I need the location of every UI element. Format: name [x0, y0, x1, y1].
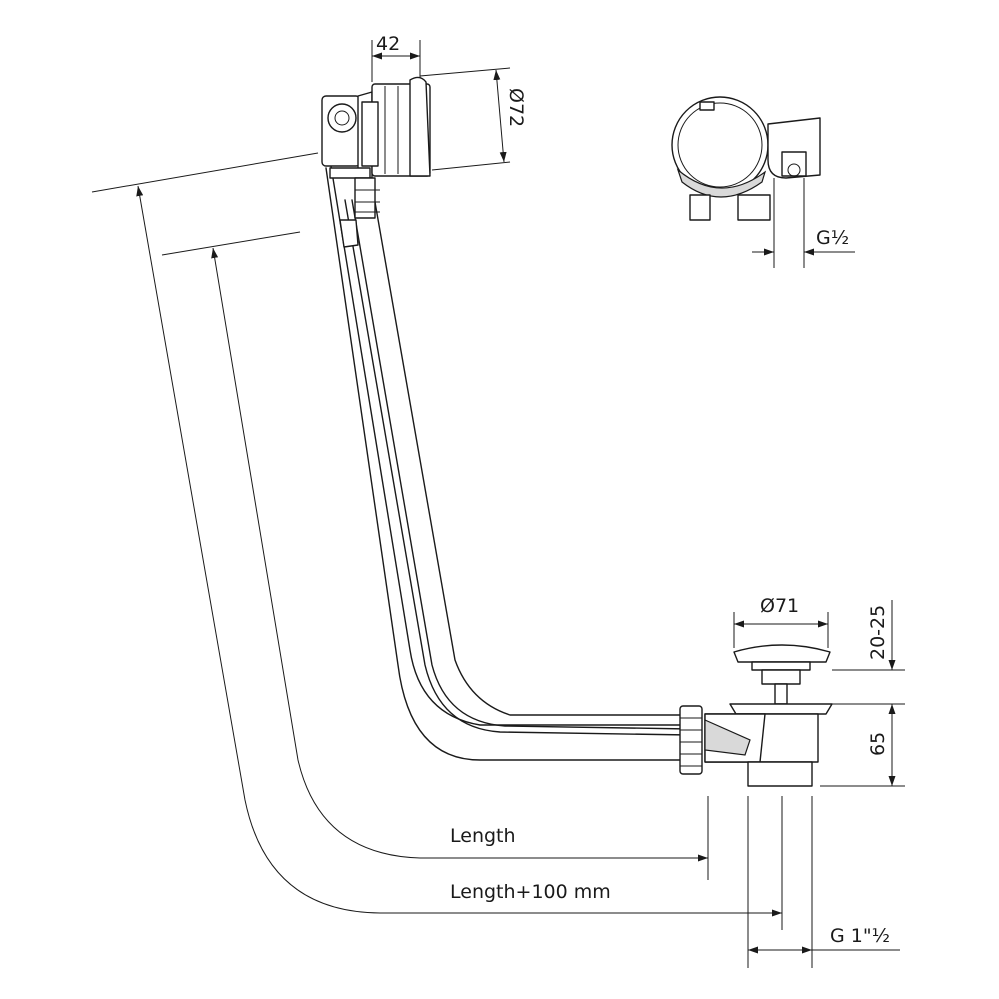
- dimension-overflow-width: 42: [371, 33, 421, 82]
- dimension-plug-height: 20-25 65: [820, 600, 905, 787]
- dimension-d71-label: Ø71: [760, 595, 799, 617]
- overflow-side-view: [671, 96, 821, 221]
- overflow-head: [321, 76, 431, 248]
- dimension-length: Length: [161, 231, 709, 880]
- dimension-g-1-half-label: G 1"½: [830, 925, 890, 947]
- dimension-plug-diameter: Ø71: [733, 595, 829, 648]
- dimension-length-label: Length: [450, 825, 516, 847]
- dimension-length-plus-label: Length+100 mm: [450, 881, 611, 903]
- dimension-outlet-thread: G 1"½: [747, 796, 900, 968]
- dimension-20-25-label: 20-25: [867, 605, 889, 660]
- dimension-overflow-diameter: Ø72: [419, 67, 527, 171]
- dimension-g-half-label: G½: [816, 227, 849, 249]
- dimension-65-label: 65: [867, 732, 889, 756]
- dimension-length-plus: Length+100 mm: [91, 152, 783, 930]
- overflow-pipe: [325, 159, 689, 761]
- dimension-d72-label: Ø72: [505, 88, 527, 127]
- dimension-42-label: 42: [376, 33, 400, 55]
- dimension-inlet-thread: G½: [752, 178, 855, 268]
- waste-assembly: [679, 644, 833, 787]
